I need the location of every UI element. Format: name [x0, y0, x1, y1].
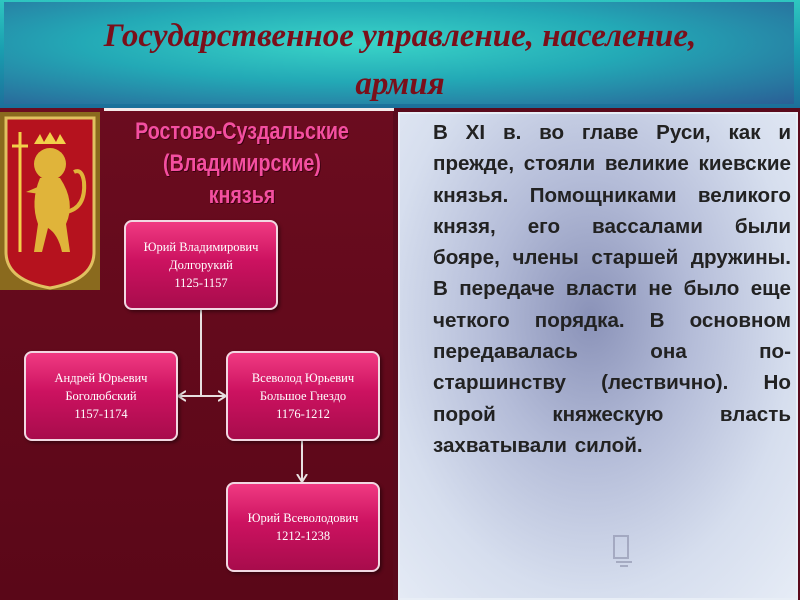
node-nickname: Большое Гнездо — [259, 389, 347, 403]
slide-title-line-2: армия — [355, 66, 445, 102]
node-years: 1157-1174 — [74, 407, 128, 421]
dynasty-heading-line-2: (Владимирские) князья — [163, 150, 321, 209]
node-name: Юрий Владимирович — [143, 240, 259, 254]
node-years: 1212-1238 — [275, 529, 331, 543]
text-paragraph: В XI в. во главе Руси, как и прежде, сто… — [433, 121, 791, 457]
connector-root-down — [200, 309, 202, 396]
connector-horizontal — [180, 395, 224, 397]
watermark-icon — [613, 535, 632, 567]
connector-vsevolod-down — [301, 441, 303, 481]
vladimir-lion-coat-of-arms-icon — [0, 112, 100, 290]
node-name: Юрий Всеволодович — [247, 511, 359, 525]
node-yuri-dolgoruky: Юрий Владимирович Долгорукий 1125-1157 — [124, 220, 278, 310]
slide-title-line-1: Государственное управление, население, — [103, 18, 697, 54]
arrow-to-andrei — [176, 390, 186, 402]
node-nickname: Боголюбский — [65, 389, 137, 403]
node-andrei-bogolyubsky: Андрей Юрьевич Боголюбский 1157-1174 — [24, 351, 178, 441]
node-vsevolod-big-nest: Всеволод Юрьевич Большое Гнездо 1176-121… — [226, 351, 380, 441]
title-banner-background — [4, 2, 794, 104]
panel-divider — [104, 108, 394, 111]
node-name: Андрей Юрьевич — [54, 371, 148, 385]
node-nickname: Долгорукий — [169, 258, 233, 272]
dynasty-heading-line-1: Ростово-Суздальские — [135, 118, 349, 145]
dynasty-heading: Ростово-Суздальские (Владимирские) князь… — [132, 116, 352, 212]
slide-title: Государственное управление, население, а… — [0, 12, 800, 108]
node-name: Всеволод Юрьевич — [251, 371, 355, 385]
text-panel — [398, 112, 798, 600]
node-years: 1176-1212 — [276, 407, 330, 421]
node-years: 1125-1157 — [174, 276, 228, 290]
title-banner — [0, 0, 800, 108]
node-yuri-vsevolodovich: Юрий Всеволодович 1212-1238 — [226, 482, 380, 572]
